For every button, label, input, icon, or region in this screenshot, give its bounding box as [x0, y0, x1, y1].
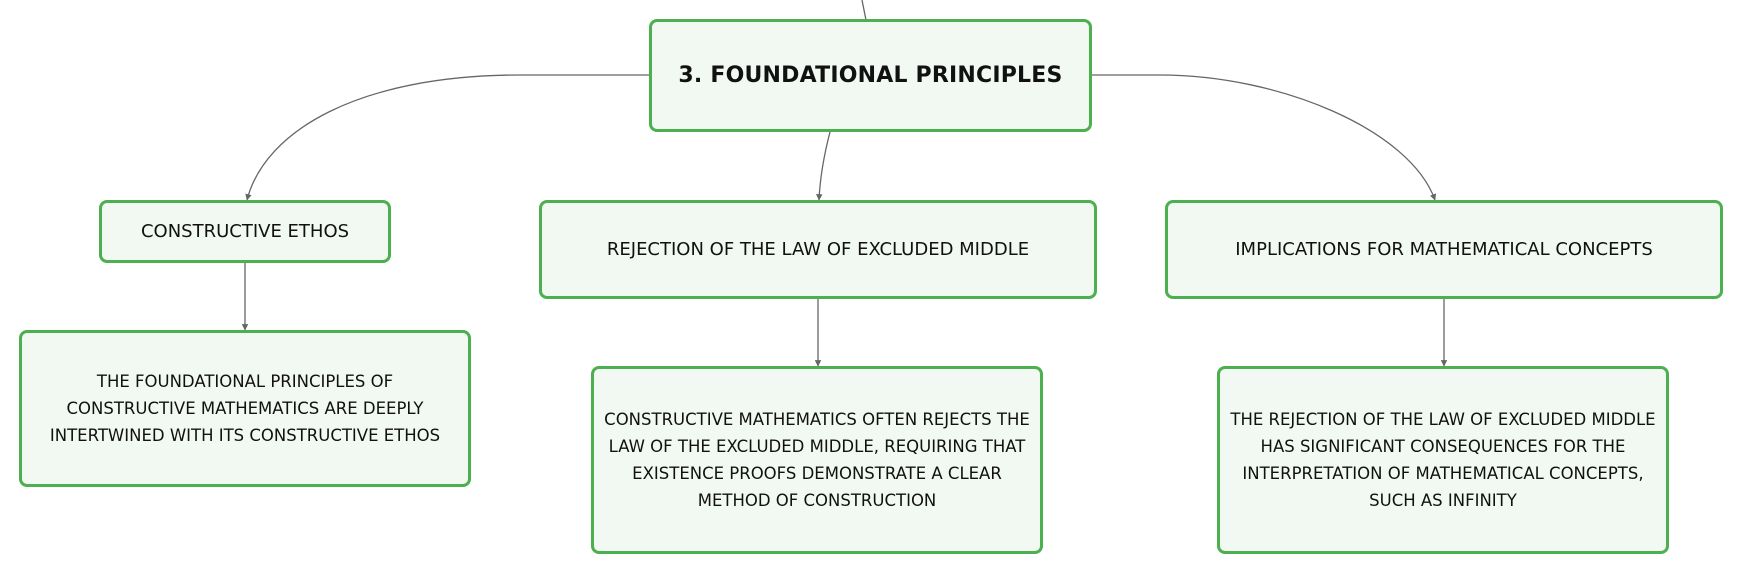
detail-node-text: CONSTRUCTIVE MATHEMATICS OFTEN REJECTS T… [604, 410, 1030, 510]
connector-root-to-implications [1092, 74, 1437, 201]
branch-node-rejection-of-lem[interactable]: REJECTION OF THE LAW OF EXCLUDED MIDDLE [539, 200, 1097, 299]
branch-node-implications[interactable]: IMPLICATIONS FOR MATHEMATICAL CONCEPTS [1165, 200, 1723, 299]
detail-node-constructive-ethos[interactable]: THE FOUNDATIONAL PRINCIPLES OF CONSTRUCT… [19, 330, 471, 487]
connector-root-to-constructive-ethos [245, 74, 650, 201]
connector-root-to-rejection [816, 131, 831, 201]
branch-node-label: IMPLICATIONS FOR MATHEMATICAL CONCEPTS [1235, 239, 1653, 260]
detail-node-implications[interactable]: THE REJECTION OF THE LAW OF EXCLUDED MID… [1217, 366, 1669, 554]
branch-node-label: CONSTRUCTIVE ETHOS [140, 221, 350, 242]
detail-node-rejection-of-lem[interactable]: CONSTRUCTIVE MATHEMATICS OFTEN REJECTS T… [591, 366, 1043, 554]
root-node-label: 3. FOUNDATIONAL PRINCIPLES [678, 63, 1063, 88]
branch-node-label: REJECTION OF THE LAW OF EXCLUDED MIDDLE [606, 239, 1030, 260]
detail-node-text: THE FOUNDATIONAL PRINCIPLES OF CONSTRUCT… [49, 372, 441, 445]
root-node[interactable]: 3. FOUNDATIONAL PRINCIPLES [649, 19, 1092, 132]
connector-incoming [861, 0, 867, 21]
detail-node-text: THE REJECTION OF THE LAW OF EXCLUDED MID… [1230, 410, 1656, 510]
branch-node-constructive-ethos[interactable]: CONSTRUCTIVE ETHOS [99, 200, 391, 263]
